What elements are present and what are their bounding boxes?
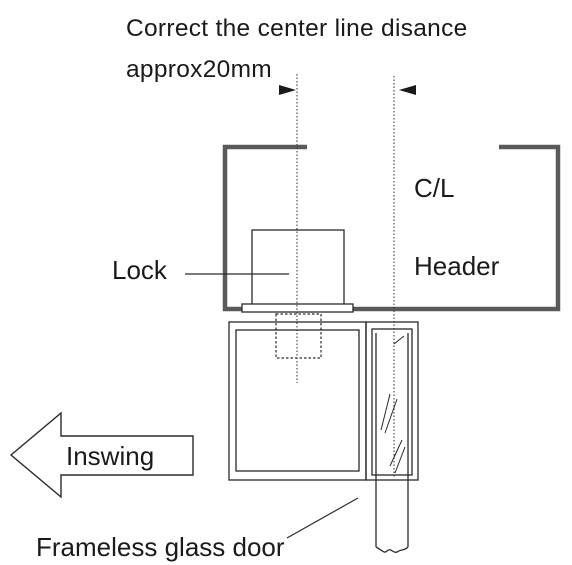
door-leader-line bbox=[286, 497, 359, 539]
note-line-2: approx20mm bbox=[126, 56, 272, 83]
cl-label: C/L bbox=[414, 173, 454, 203]
arrow-right-marker bbox=[279, 85, 296, 95]
door-patch-fitting bbox=[365, 321, 419, 481]
center-lines bbox=[296, 74, 395, 478]
lock-body bbox=[241, 229, 354, 313]
center-line-arrows bbox=[279, 85, 416, 95]
header-label: Header bbox=[414, 251, 500, 281]
note-line-1: Correct the center line disance bbox=[126, 15, 468, 42]
header-channel bbox=[222, 144, 561, 312]
inswing-arrow bbox=[9, 411, 194, 499]
glass-door-panel bbox=[375, 333, 409, 554]
strike-box bbox=[228, 321, 367, 481]
lock-label: Lock bbox=[112, 255, 168, 285]
lock-bolt bbox=[275, 313, 322, 359]
arrow-left-marker bbox=[399, 85, 416, 95]
door-label: Frameless glass door bbox=[36, 532, 285, 562]
inswing-label: Inswing bbox=[66, 441, 154, 471]
